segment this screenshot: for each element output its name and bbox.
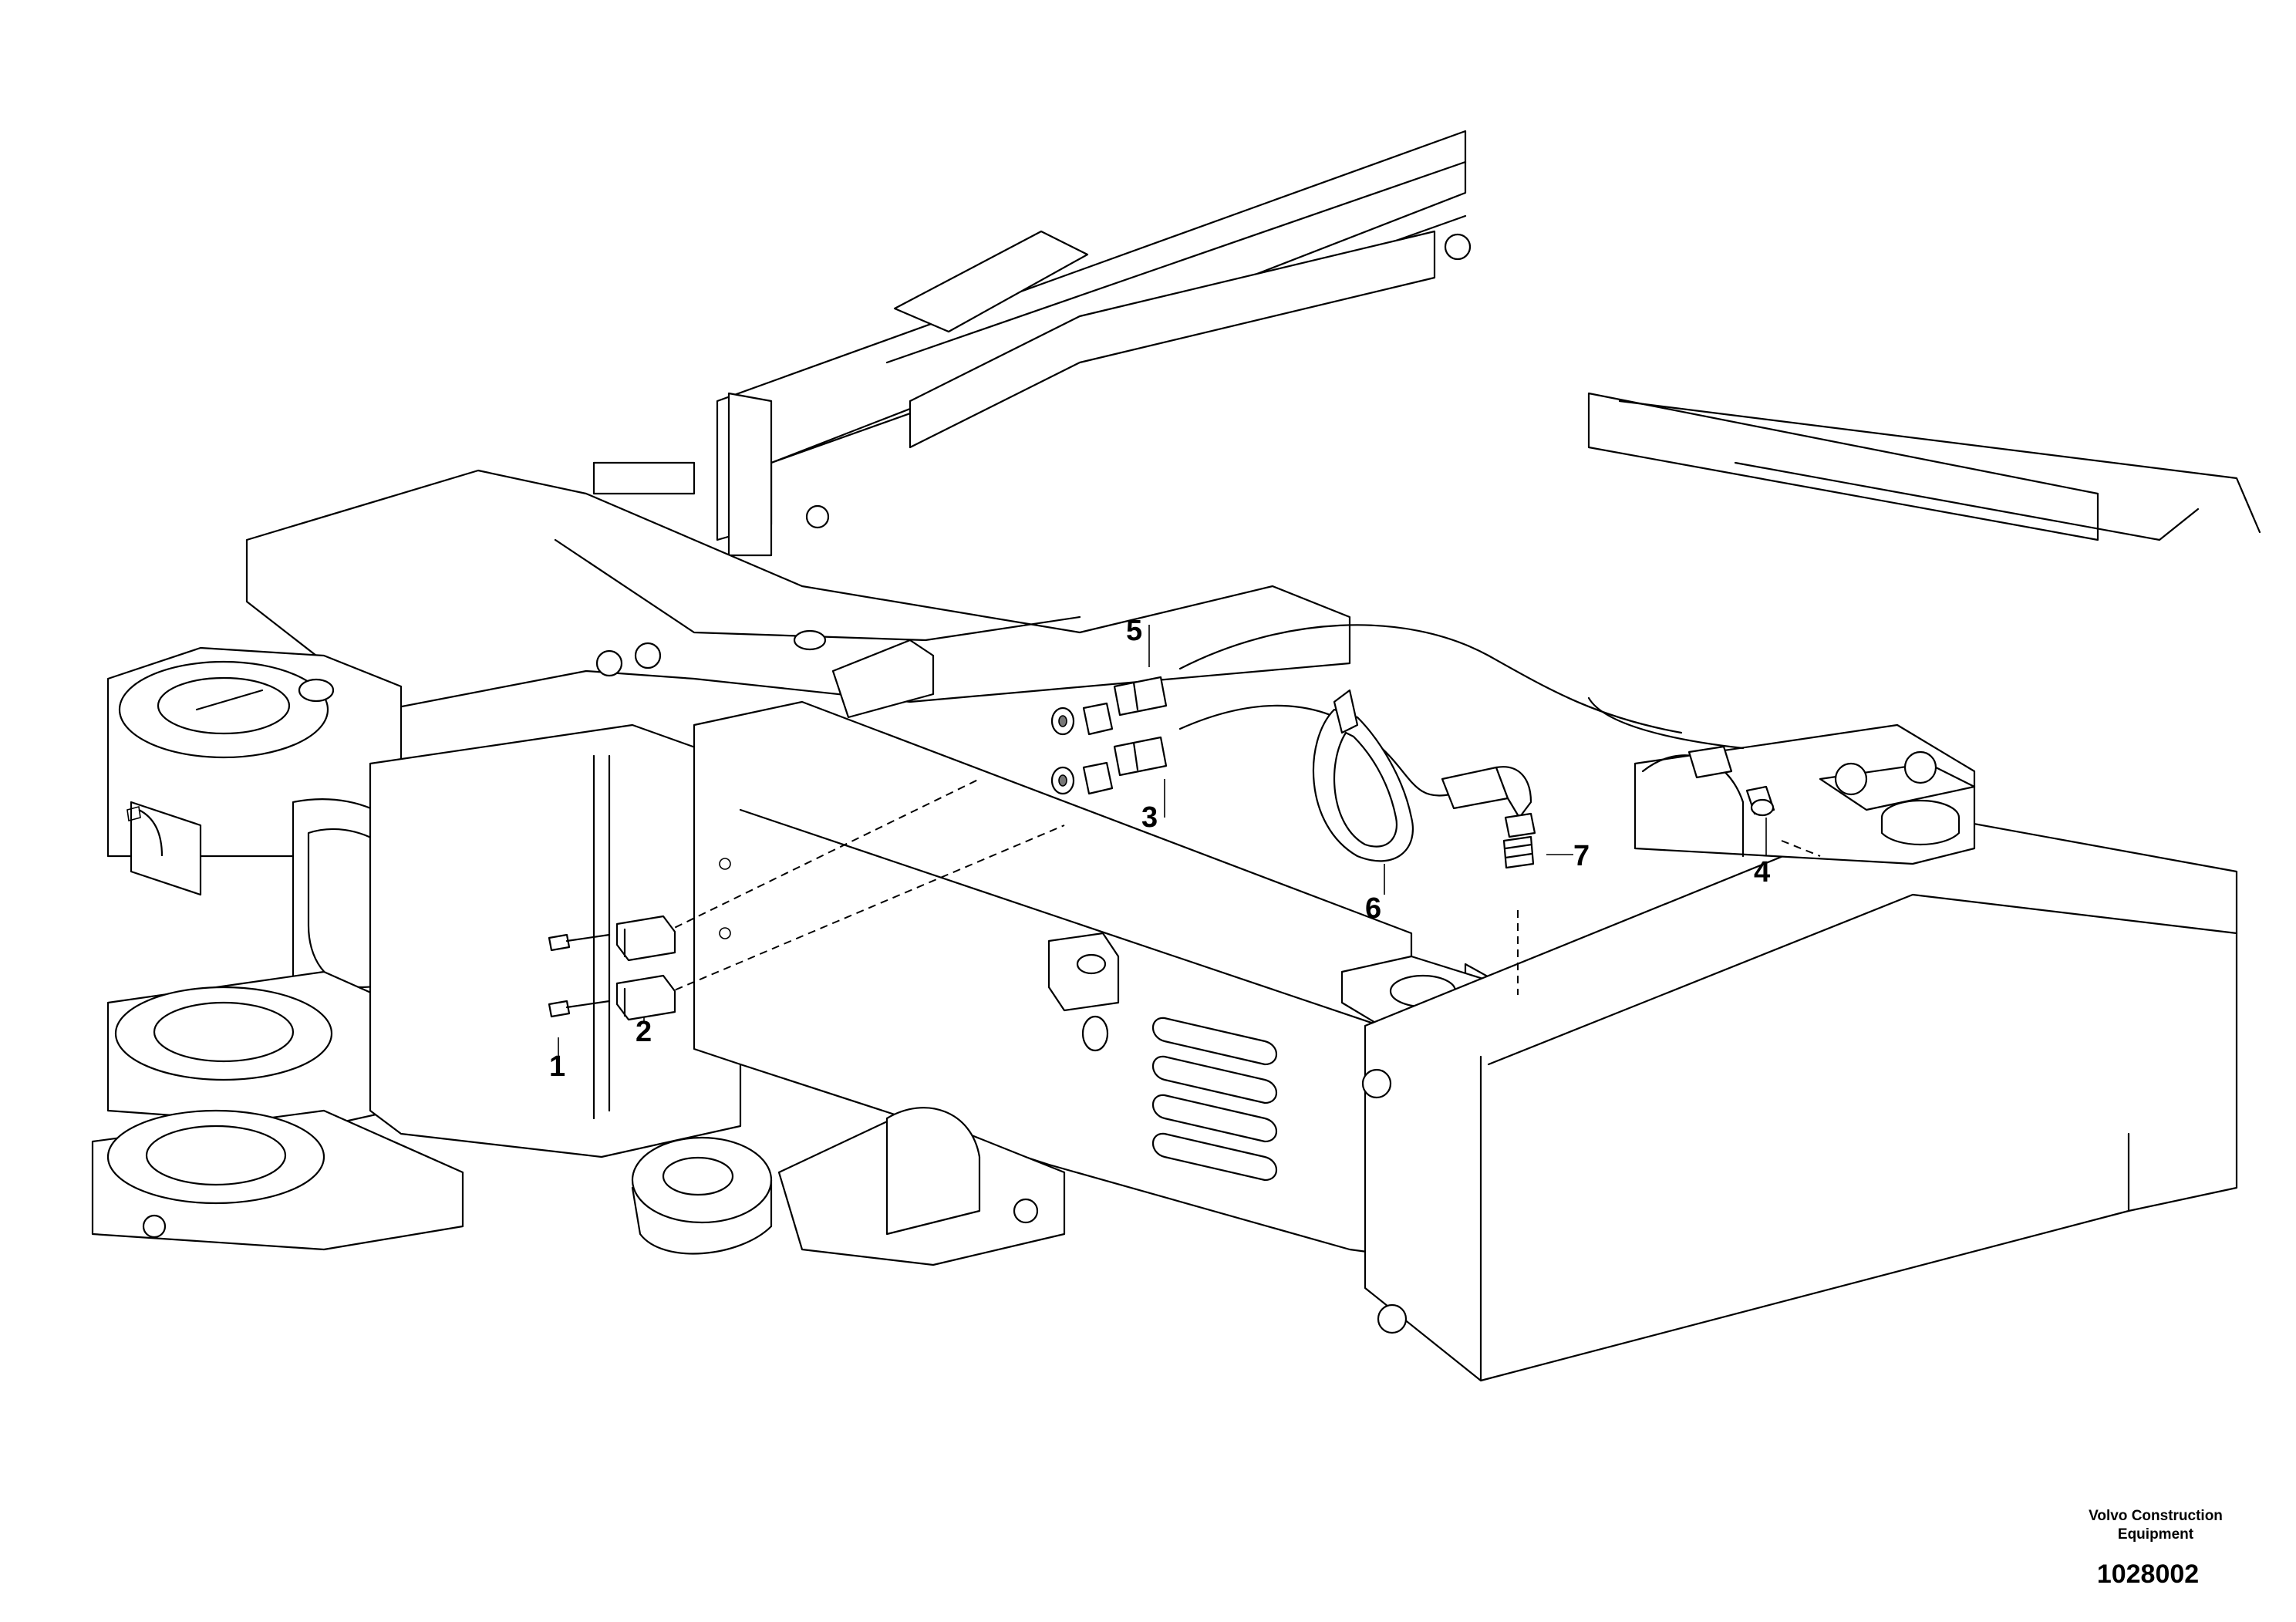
label-5: 5 [1126,615,1142,647]
label-7: 7 [1573,840,1590,872]
figure-number: 1028002 [2097,1560,2199,1589]
label-3: 3 [1141,801,1158,834]
brand-block: Volvo Construction Equipment 1028002 [2089,1508,2223,1589]
part-2-adapters [615,915,676,1021]
part-6-cable-tie [1312,689,1414,862]
part-7-elbow-fitting [1441,766,1536,869]
part-1-grease-nipples [548,933,611,1018]
brand-line-1: Volvo Construction [2089,1508,2223,1524]
upper-structure [592,130,1472,557]
main-frame-body [369,700,1536,1266]
cylinder-eye [631,1107,1066,1266]
part-3-5-hose-fittings [1050,676,1168,795]
part-4-fitting [1687,745,1775,817]
right-frame-box [1361,723,2238,1382]
label-1: 1 [549,1050,565,1083]
label-2: 2 [636,1016,652,1048]
part-labels: 1 2 3 4 5 6 7 [549,615,1770,1083]
frame-rail [245,392,2261,719]
leader-lines [558,625,1821,1061]
brand-line-2: Equipment [2118,1526,2194,1543]
label-4: 4 [1754,856,1770,889]
label-6: 6 [1365,892,1381,925]
